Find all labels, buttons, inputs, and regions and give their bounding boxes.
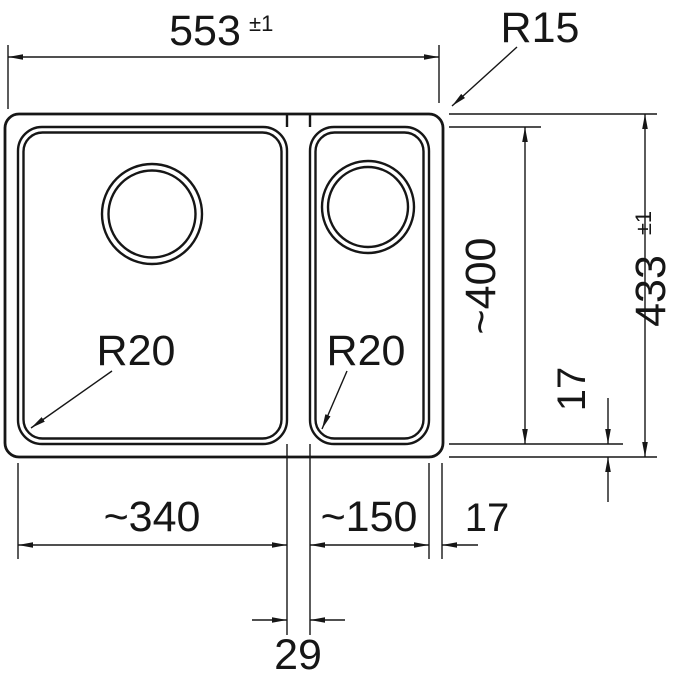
label-left-bowl-width: ~340 bbox=[104, 493, 201, 541]
leader-line-corner-radius bbox=[451, 46, 518, 107]
label-right-bowl-corner-radius: R20 bbox=[327, 327, 406, 375]
leader-line-right-bowl-radius bbox=[321, 370, 348, 430]
label-left-bowl-corner-radius: R20 bbox=[97, 327, 176, 375]
left-bowl-inner-edge bbox=[22, 131, 283, 440]
dimension-texts: 553 ±1 R15 ~400 433 ±1 17 ~340 ~150 17 2… bbox=[97, 4, 675, 677]
label-overall-depth: 433 bbox=[627, 255, 675, 327]
right-bowl-inner-edge bbox=[314, 131, 425, 440]
label-overall-width-tolerance: ±1 bbox=[249, 11, 273, 36]
leader-line-left-bowl-radius bbox=[30, 370, 113, 429]
label-rear-edge-offset: 17 bbox=[550, 367, 594, 412]
sink-outer-edge bbox=[3, 112, 445, 459]
left-bowl-outer-edge bbox=[16, 125, 289, 446]
label-side-edge-offset: 17 bbox=[465, 496, 510, 540]
right-drain-inner-circle bbox=[326, 165, 410, 249]
right-drain-outer-circle bbox=[320, 159, 416, 255]
label-overall-width: 553 bbox=[169, 7, 241, 55]
label-overall-depth-tolerance: ±1 bbox=[631, 211, 656, 235]
left-drain-outer-circle bbox=[100, 162, 204, 266]
label-divider-width: 29 bbox=[274, 631, 322, 677]
label-bowl-length: ~400 bbox=[457, 238, 505, 335]
right-bowl-outer-edge bbox=[308, 125, 431, 446]
left-drain-inner-circle bbox=[107, 169, 197, 259]
label-outer-corner-radius: R15 bbox=[501, 4, 580, 52]
label-right-bowl-width: ~150 bbox=[321, 493, 418, 541]
sink-outline-group bbox=[3, 112, 445, 459]
dimension-lines bbox=[8, 46, 648, 623]
